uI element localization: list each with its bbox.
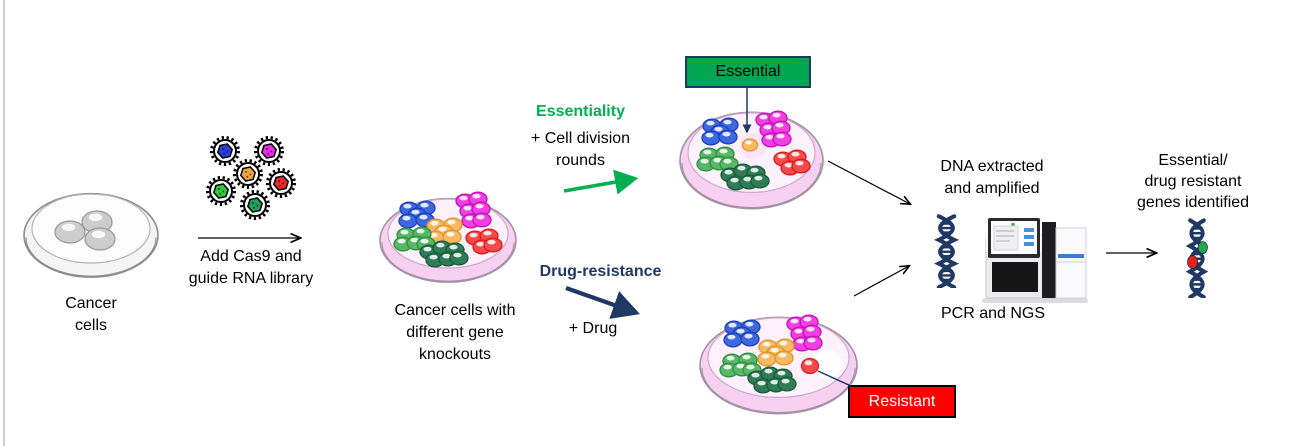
pcr-ngs-text: PCR and NGS bbox=[940, 305, 1046, 322]
petri-dish-knockouts-icon bbox=[378, 188, 518, 290]
drug-resistance-branch-label: Drug-resistance bbox=[518, 261, 683, 283]
knockouts-label: Cancer cells with different gene knockou… bbox=[370, 300, 540, 366]
cancer-cells-label-line1: Cancer bbox=[65, 295, 117, 312]
knockouts-label-line1: Cancer cells with bbox=[394, 302, 516, 319]
plus-drug-text: + Drug bbox=[568, 320, 618, 337]
virus-library-icon bbox=[203, 128, 303, 230]
plus-drug-label: + Drug bbox=[518, 318, 668, 340]
cancer-cells-label-line2: cells bbox=[74, 317, 107, 334]
arrow-essentiality bbox=[563, 169, 639, 195]
result-label-line3: genes identified bbox=[1136, 194, 1250, 211]
essentiality-subtitle-line1: + Cell division bbox=[530, 130, 631, 147]
dna-extracted-line2: and amplified bbox=[944, 180, 1040, 197]
essentiality-branch-label: Essentiality + Cell division rounds bbox=[498, 101, 663, 172]
ngs-sequencer-icon bbox=[980, 214, 1092, 311]
add-cas9-label: Add Cas9 and guide RNA library bbox=[166, 246, 336, 290]
add-cas9-label-line1: Add Cas9 and bbox=[200, 248, 302, 265]
dna-extracted-label: DNA extracted and amplified bbox=[912, 156, 1072, 200]
cancer-cells-label: Cancer cells bbox=[31, 293, 151, 337]
result-label-line2: drug resistant bbox=[1144, 173, 1242, 190]
petri-dish-essential-icon bbox=[678, 100, 825, 217]
add-cas9-label-line2: guide RNA library bbox=[188, 270, 314, 287]
arrow-resistant-to-dna bbox=[853, 266, 909, 297]
essential-tag: Essential bbox=[685, 56, 811, 88]
essentiality-subtitle-line2: rounds bbox=[556, 152, 605, 169]
resistant-tag-text: Resistant bbox=[868, 392, 936, 410]
petri-dish-cancer-cells-icon bbox=[22, 183, 160, 285]
arrow-drug-resistance bbox=[565, 286, 640, 319]
dna-helix-icon bbox=[931, 214, 962, 293]
arrow-essential-to-dna bbox=[827, 160, 910, 204]
pcr-ngs-caption: PCR and NGS bbox=[913, 303, 1073, 325]
knockouts-label-line3: knockouts bbox=[418, 346, 492, 363]
dna-extracted-line1: DNA extracted bbox=[940, 158, 1044, 175]
left-edge-line bbox=[3, 0, 5, 446]
petri-dish-resistant-icon bbox=[698, 305, 859, 422]
result-label: Essential/ drug resistant genes identifi… bbox=[1113, 150, 1273, 213]
dna-helix-result-icon bbox=[1183, 218, 1211, 303]
result-label-line1: Essential/ bbox=[1158, 152, 1228, 169]
resistant-tag: Resistant bbox=[848, 385, 956, 418]
drug-resistance-title: Drug-resistance bbox=[539, 263, 662, 280]
essentiality-title: Essentiality bbox=[536, 103, 625, 120]
knockouts-label-line2: different gene bbox=[406, 324, 504, 341]
essential-tag-text: Essential bbox=[715, 63, 781, 80]
